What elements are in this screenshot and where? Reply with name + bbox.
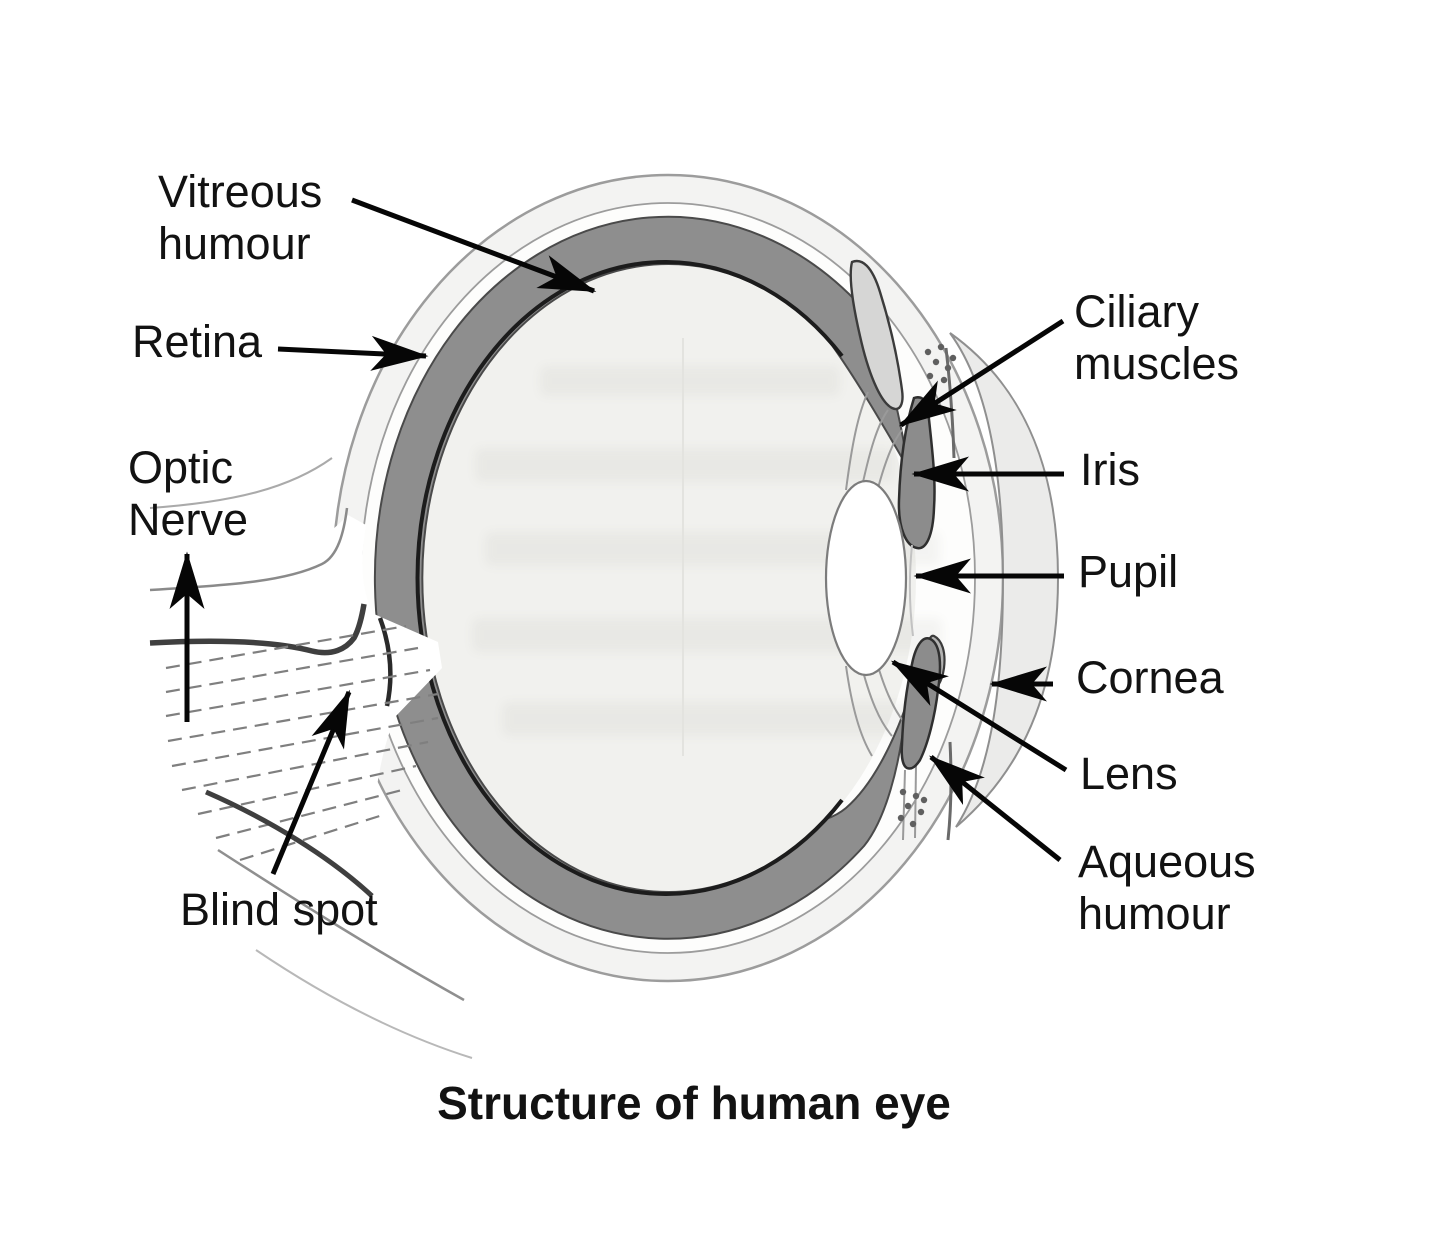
aqueous-humour-label: Aqueous humour — [1078, 836, 1256, 939]
lens-arrow — [890, 659, 1068, 773]
lens-label: Lens — [1080, 748, 1178, 799]
cornea-label: Cornea — [1076, 652, 1224, 703]
diagram-title: Structure of human eye — [437, 1077, 951, 1129]
cornea-bulge — [949, 332, 1060, 828]
pupil-label: Pupil — [1078, 546, 1179, 597]
vitreous-humour-region — [420, 262, 916, 894]
label-arrows — [169, 197, 1068, 875]
retina-label: Retina — [132, 316, 263, 367]
retina-arrow — [277, 335, 429, 371]
optic-nerve-detail-lines — [149, 457, 473, 1059]
blind-spot-notch-edge — [377, 617, 393, 707]
vitreous-humour-arrow — [351, 197, 597, 294]
nerve-sheath-outer-top — [149, 457, 333, 509]
suspensory-ligaments — [845, 391, 917, 841]
ciliary-muscles-label: Ciliary muscles — [1074, 286, 1240, 389]
ciliary-muscles-arrow — [898, 318, 1065, 428]
blind-spot-label: Blind spot — [180, 884, 378, 935]
nerve-sheath-outer-bottom — [217, 848, 465, 1002]
pupil-plane-line — [908, 544, 914, 637]
aqueous-humour-arrow — [929, 755, 1062, 862]
nerve-bottom-boundary — [204, 789, 374, 898]
iris-label: Iris — [1080, 444, 1140, 495]
ciliary-speckles — [897, 343, 957, 828]
optic-nerve-label: Optic Nerve — [128, 442, 249, 545]
optic-nerve-stalk — [150, 515, 442, 854]
blind-spot-arrow — [270, 689, 352, 875]
retina-line — [415, 260, 844, 896]
nerve-choroid-continuation — [149, 603, 367, 656]
nerve-sheath-faint-bottom — [255, 949, 473, 1059]
nerve-top-boundary — [149, 507, 349, 592]
nerve-fiber-hatching — [165, 624, 439, 862]
vitreous-humour-label: Vitreous humour — [158, 166, 323, 269]
lens-body — [824, 479, 908, 677]
